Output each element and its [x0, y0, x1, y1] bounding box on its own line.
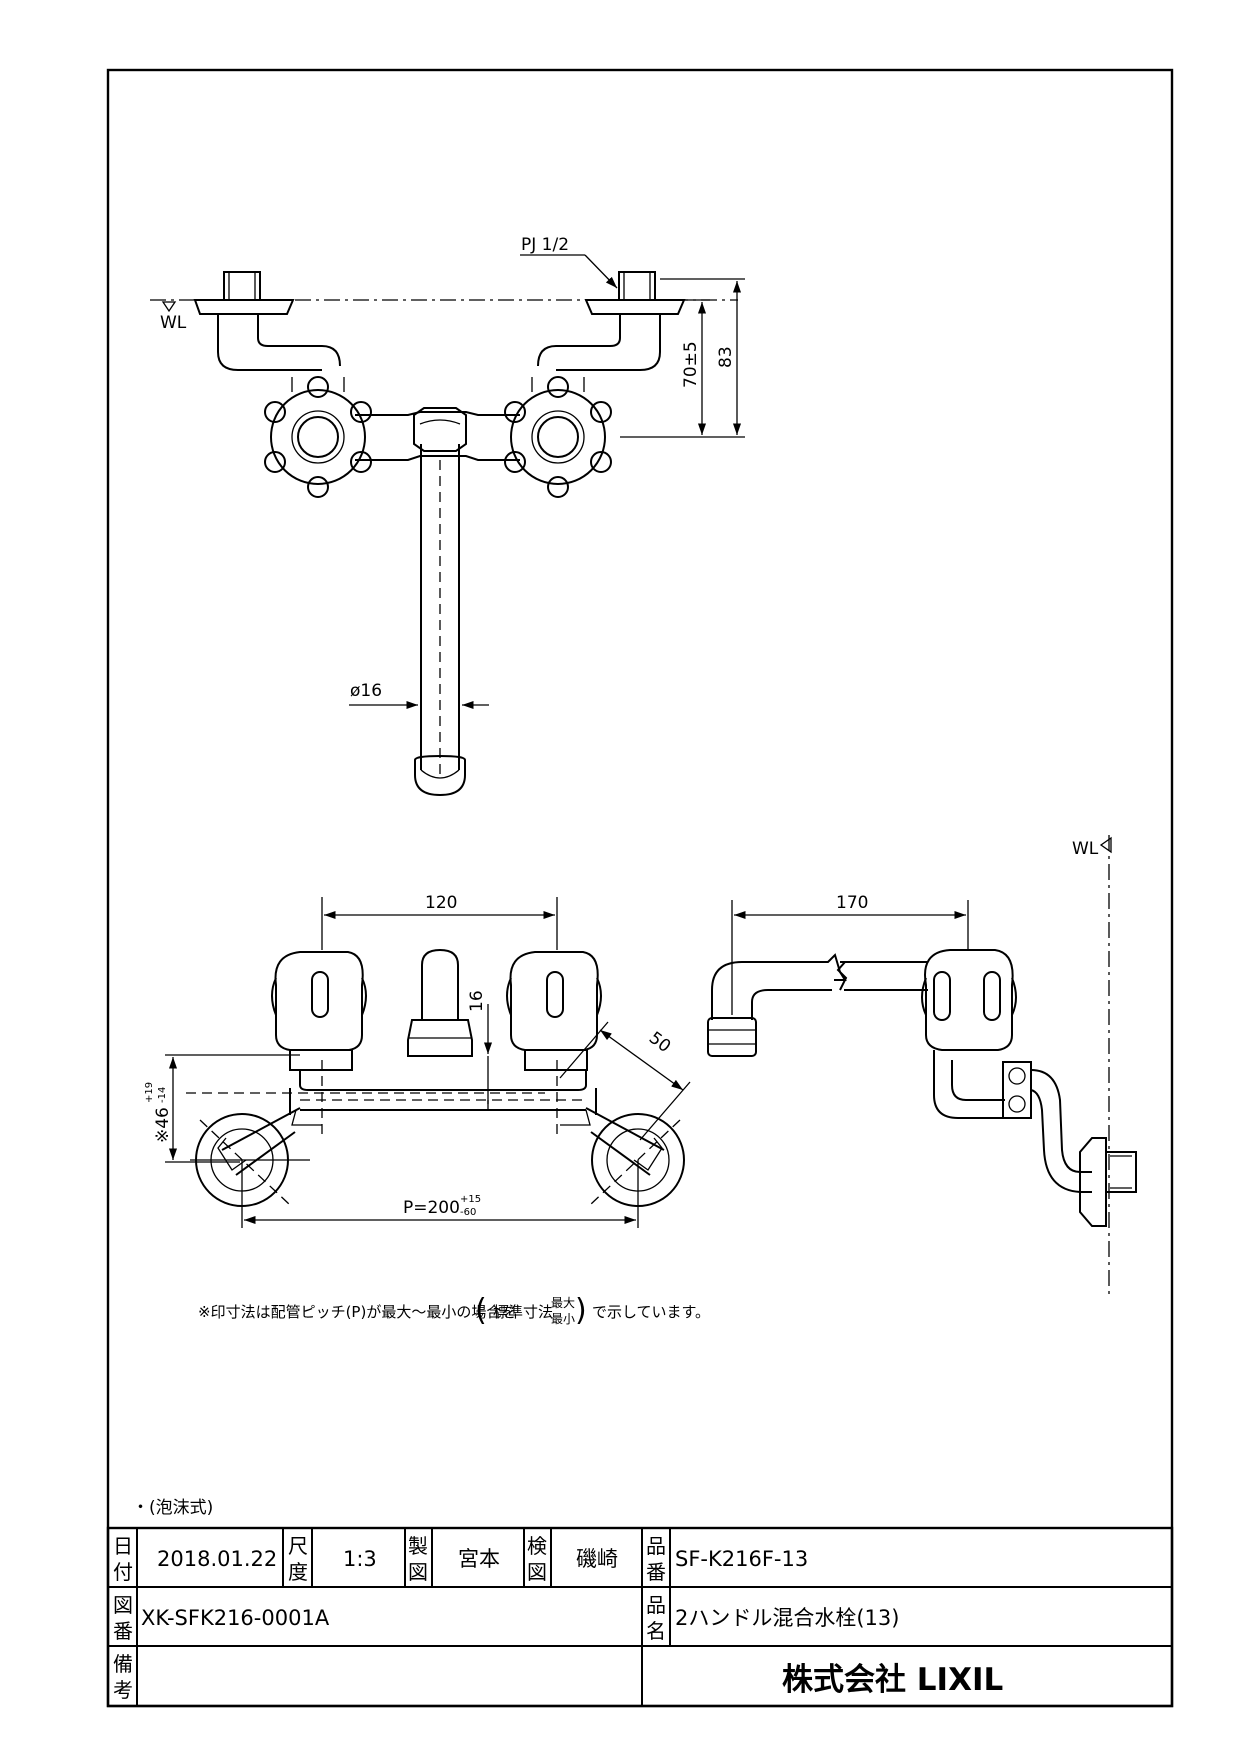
- dim-phi16: ø16: [350, 681, 382, 701]
- wl-label-top: WL: [160, 313, 187, 333]
- label-drawing-no-2: 番: [113, 1619, 133, 1643]
- side-view: WL 170: [707, 835, 1137, 1295]
- paren-close: ): [575, 1293, 587, 1328]
- dim-p200: P=200: [403, 1198, 460, 1218]
- note-min: 最小: [551, 1312, 575, 1326]
- label-date-2: 付: [113, 1560, 133, 1584]
- dim-p200-tol-up: +15: [460, 1194, 481, 1205]
- label-drawn-2: 図: [408, 1560, 428, 1584]
- dim-120: 120: [425, 893, 457, 913]
- company-logo: 株式会社 LIXIL: [782, 1662, 1003, 1698]
- label-remarks-1: 備: [113, 1652, 133, 1676]
- dim-50: 50: [645, 1028, 674, 1057]
- note-before: ※印寸法は配管ピッチ(P)が最大～最小の場合を: [198, 1303, 516, 1321]
- label-drawing-no-1: 図: [113, 1593, 133, 1617]
- dim-p200-tol-dn: -60: [460, 1207, 476, 1218]
- dim-46-tol-dn: -14: [157, 1087, 168, 1103]
- label-scale-2: 度: [288, 1560, 308, 1584]
- label-product-name-1: 品: [646, 1593, 666, 1617]
- dim-83: 83: [716, 346, 736, 368]
- label-product-no-1: 品: [646, 1534, 666, 1558]
- dim-16: 16: [467, 990, 487, 1012]
- label-remarks-2: 考: [113, 1678, 133, 1702]
- label-date-1: 日: [113, 1534, 133, 1558]
- aerator-note: ・(泡沫式): [132, 1498, 213, 1518]
- checked-by-value: 磯崎: [576, 1547, 618, 1571]
- note-after: で示しています。: [592, 1303, 710, 1321]
- label-drawn-1: 製: [408, 1534, 428, 1558]
- wl-label-side: WL: [1072, 839, 1099, 859]
- product-name-value: 2ハンドル混合水栓(13): [675, 1606, 899, 1630]
- note-std: 標準寸法: [493, 1303, 553, 1321]
- paren-open: (: [475, 1293, 487, 1328]
- top-view: WL: [150, 235, 745, 797]
- dim-170: 170: [836, 893, 868, 913]
- label-product-no-2: 番: [646, 1560, 666, 1584]
- note-max: 最大: [551, 1296, 575, 1310]
- label-scale-1: 尺: [288, 1534, 308, 1558]
- label-checked-1: 検: [527, 1534, 547, 1558]
- dim-70: 70±5: [681, 341, 701, 388]
- drawing-border: [106, 68, 1174, 1708]
- label-checked-2: 図: [527, 1560, 547, 1584]
- dim-pj: PJ 1/2: [521, 235, 569, 255]
- drawn-by-value: 宮本: [458, 1547, 500, 1571]
- pitch-note: ※印寸法は配管ピッチ(P)が最大～最小の場合を ( 標準寸法 最大 最小 ) で…: [198, 1293, 710, 1328]
- dim-46-tol-up: +19: [144, 1082, 155, 1103]
- title-block: 日 付 尺 度 製 図 検 図 品 番 図 番 品 名 備 考 2018.01.…: [106, 1526, 1174, 1708]
- product-no-value: SF-K216F-13: [675, 1547, 808, 1571]
- drawing-no-value: XK-SFK216-0001A: [141, 1606, 330, 1630]
- scale-value: 1:3: [343, 1547, 377, 1571]
- date-value: 2018.01.22: [157, 1547, 277, 1571]
- dim-46: ※46: [153, 1107, 173, 1143]
- front-view: 120: [144, 893, 691, 1228]
- label-product-name-2: 名: [646, 1619, 666, 1643]
